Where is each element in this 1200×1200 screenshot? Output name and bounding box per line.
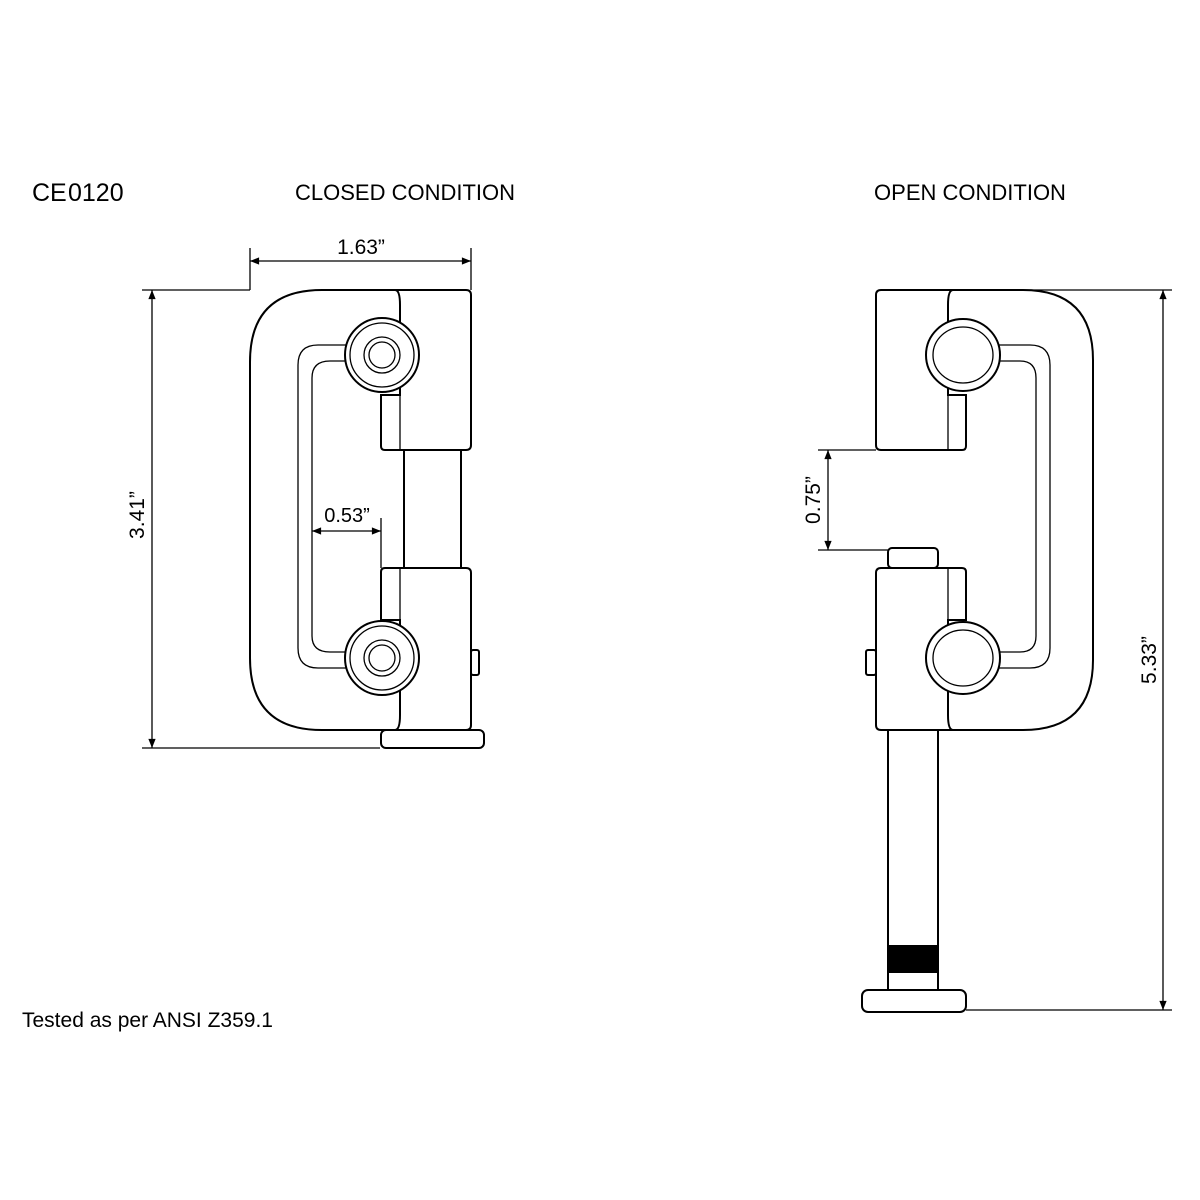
drawing-path-stroke [311, 360, 350, 653]
drawing-path-stroke [995, 344, 1051, 669]
closed-height-dimension-label: 3.41” [126, 491, 149, 539]
opening-dimension-label: 0.75” [802, 476, 825, 524]
lower-eye [344, 620, 420, 696]
width-dimension-label: 1.63” [337, 236, 385, 259]
ce-mark: CE 0120 [32, 179, 124, 207]
closed-connector [249, 289, 485, 749]
open-upper-eye [925, 318, 1001, 392]
open-height-dimension-label: 5.33” [1138, 636, 1161, 684]
drawing-circle-stroke [368, 341, 396, 369]
drawing-rect-stroke [403, 449, 462, 569]
drawing-ellipse-stroke [932, 326, 994, 384]
open-lower-eye [925, 621, 1001, 695]
drawing-path-stroke [953, 289, 1094, 731]
drawing-circle-stroke [349, 625, 415, 691]
open-condition-title: OPEN CONDITION [874, 180, 1066, 205]
drawing-rect-stroke [888, 945, 938, 973]
drawing-ellipse-stroke [925, 318, 1001, 392]
closed-dimensions: 1.63” 3.41” 0.53” [126, 236, 472, 749]
drawing-text-stroke: 0120 [68, 179, 124, 207]
drawing-circle-stroke [368, 644, 396, 672]
drawing-rect-stroke [380, 729, 485, 749]
drawing-path-stroke [380, 567, 472, 731]
upper-eye [344, 317, 420, 393]
drawing-circle-stroke [344, 317, 420, 393]
drawing-rect-stroke [470, 649, 480, 676]
drawing-circle-stroke [363, 336, 401, 374]
drawing-path-stroke [297, 344, 350, 669]
open-connector [861, 289, 1094, 1013]
drawing-ellipse-stroke [925, 621, 1001, 695]
drawing-rect-stroke [861, 989, 967, 1013]
open-dimensions: 0.75” 5.33” [802, 289, 1172, 1011]
drawing-circle-stroke [349, 322, 415, 388]
drawing-rect-stroke [887, 547, 939, 569]
drawing-ellipse-stroke [932, 629, 994, 687]
drawing-path-stroke [995, 360, 1037, 653]
drawing-path-stroke [249, 289, 395, 731]
drawing-circle-stroke [363, 639, 401, 677]
closed-condition-title: CLOSED CONDITION [295, 180, 515, 205]
footer-note: Tested as per ANSI Z359.1 [22, 1009, 273, 1032]
gap-dimension-label: 0.53” [324, 505, 370, 527]
drawing-rect-stroke [865, 649, 877, 676]
drawing-text-stroke: CE [32, 179, 67, 207]
drawing-circle-stroke [344, 620, 420, 696]
